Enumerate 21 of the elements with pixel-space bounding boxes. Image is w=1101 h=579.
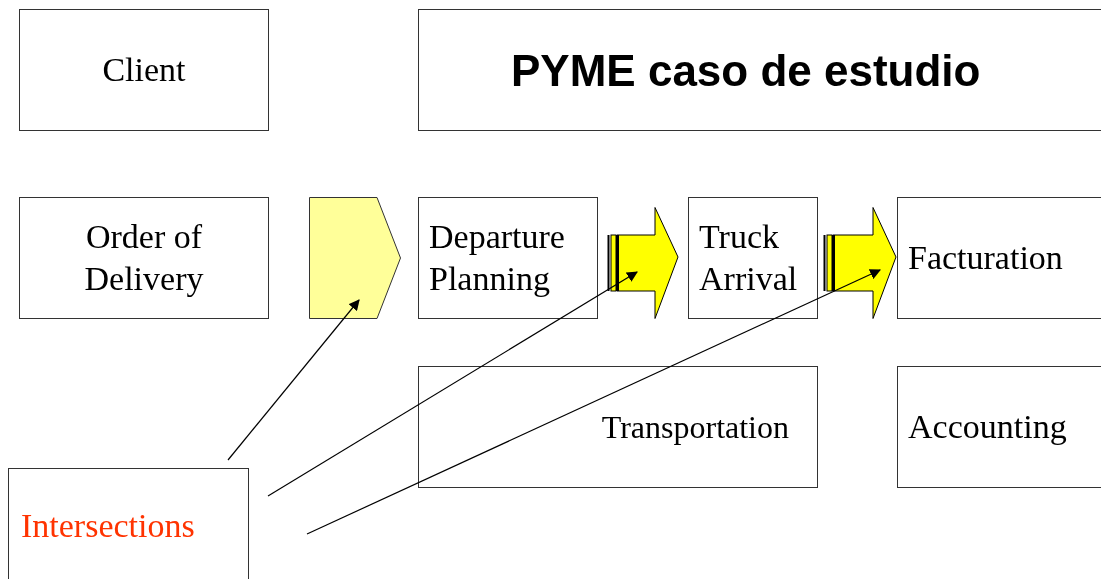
leader-line [267,271,638,497]
box-label: Order of Delivery [83,216,205,299]
process-box [897,197,1101,319]
process-box [8,468,249,579]
process-box [688,197,818,319]
process-box [418,197,598,319]
box-label: Client [102,49,186,90]
box-label: Departure Planning [429,216,566,299]
process-box [418,366,818,488]
box-label: Intersections [21,505,195,546]
process-box [418,9,1101,131]
box-label: Truck Arrival [699,216,799,299]
box-label: Facturation [908,237,1063,278]
box-label: PYME caso de estudio [511,44,981,97]
process-box [897,366,1101,488]
leader-line [227,299,360,461]
leader-line [306,269,881,535]
process-box [19,9,269,131]
box-label: Transportation [601,408,789,447]
process-box [19,197,269,319]
box-label: Accounting [908,406,1067,447]
